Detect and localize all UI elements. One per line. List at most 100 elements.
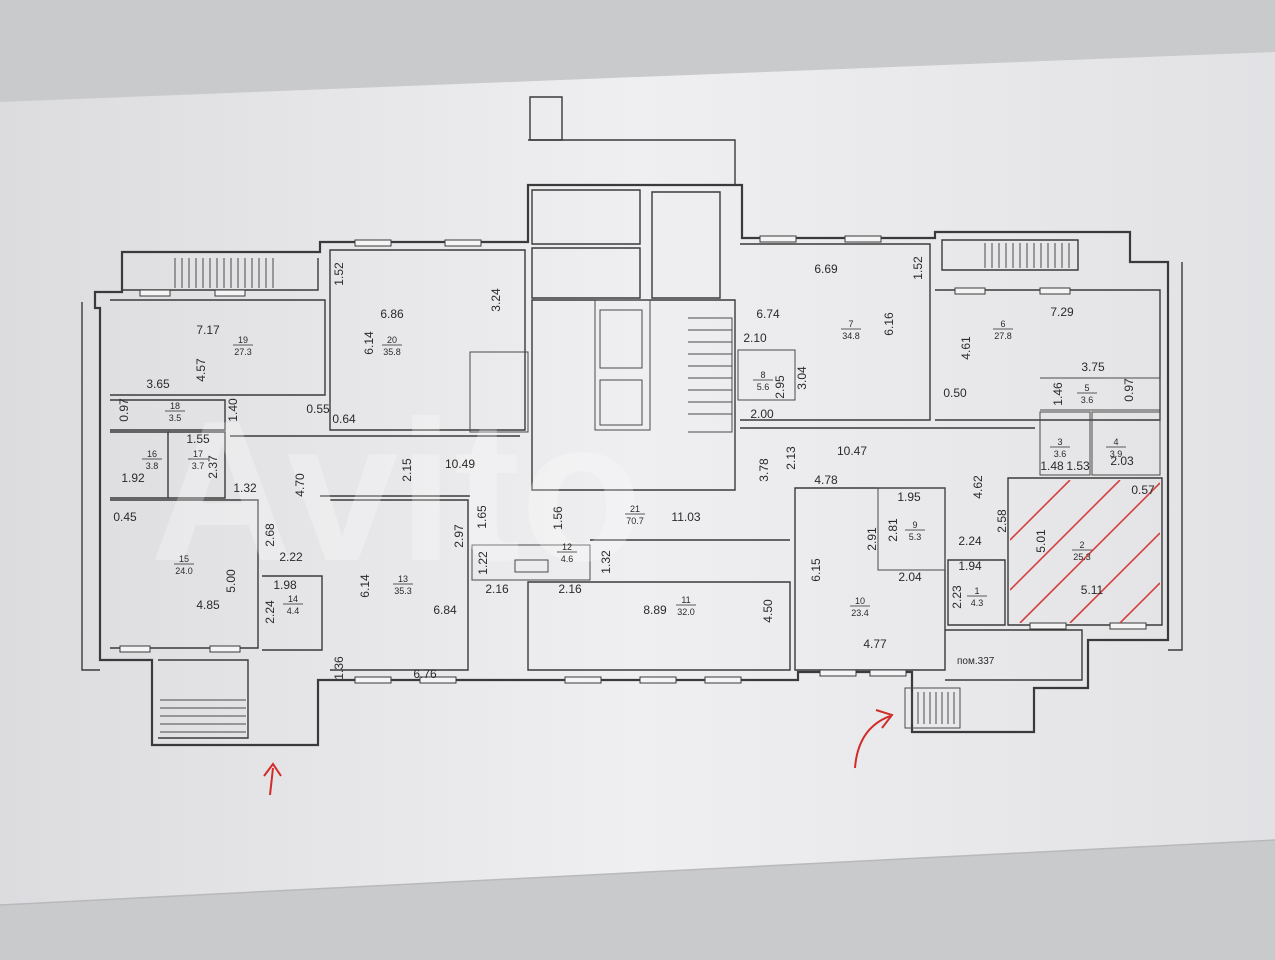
room-number: 5 [1084,383,1089,393]
dimension-label: 4.70 [293,473,307,497]
room-area: 23.4 [851,608,869,618]
dimension-label: 2.97 [452,524,466,548]
dimension-label: 8.89 [643,603,667,617]
dimension-label: 0.97 [117,398,131,422]
dimension-label: 6.84 [433,603,457,617]
dimension-label: 6.15 [809,558,823,582]
room-number: 10 [855,596,865,606]
dimension-label: 3.75 [1081,360,1105,374]
room-number: 9 [912,520,917,530]
dimension-label: 7.29 [1050,305,1074,319]
room-area: 3.6 [1081,395,1094,405]
dimension-label: 4.77 [863,637,887,651]
dimension-label: 0.45 [113,510,137,524]
dimension-label: 2.15 [400,458,414,482]
dimension-label: 5.01 [1034,529,1048,553]
dimension-label: 6.16 [882,312,896,336]
dimension-label: 10.49 [445,457,475,471]
dimension-label: 2.81 [886,518,900,542]
watermark: Avito [150,380,643,603]
dimension-label: 2.16 [558,582,582,596]
dimension-label: 1.55 [186,432,210,446]
room-area: 3.7 [192,461,205,471]
dimension-label: 2.10 [743,331,767,345]
room-labels: 1927.32035.8734.8627.8183.5163.8173.785.… [142,319,1126,618]
room-number: 12 [562,542,572,552]
dimension-label: 2.58 [995,509,1009,533]
dimension-label: 1.48 [1040,459,1064,473]
dimension-label: 10.47 [837,444,867,458]
stair-hatch-right [984,243,1070,268]
dimension-label: 2.04 [898,570,922,584]
room-area: 25.3 [1073,552,1091,562]
dimension-label: 4.61 [959,336,973,360]
room-area: 35.3 [394,586,412,596]
room-number: 7 [848,319,853,329]
room-2-hatch [1010,480,1160,623]
dimension-label: 2.91 [865,527,879,551]
dimension-label: 2.03 [1110,454,1134,468]
room-area: 27.8 [994,331,1012,341]
dimension-label: 1.46 [1051,382,1065,406]
dimension-label: 11.03 [671,510,700,524]
room-area: 5.6 [757,382,770,392]
dimension-label: 5.00 [224,569,238,593]
room-number: 8 [760,370,765,380]
dimension-label: 4.62 [971,475,985,499]
dimension-label: 0.97 [1122,378,1136,402]
room-number: 19 [238,335,248,345]
room-number: 21 [630,504,640,514]
room-area: 35.8 [383,347,401,357]
dimension-label: 0.57 [1131,483,1155,497]
dimension-label: 2.95 [773,375,787,399]
room-number: 4 [1113,437,1118,447]
dimension-label: 0.50 [943,386,967,400]
room-area: 4.4 [287,606,300,616]
room-number: 17 [193,449,203,459]
dimension-label: 2.24 [263,600,277,624]
dimension-label: 3.24 [489,288,503,312]
dimension-label: 2.23 [950,585,964,609]
dimension-label: 6.69 [814,262,838,276]
room-label-pom: пом.337 [957,656,995,667]
room-number: 18 [170,401,180,411]
dimension-label: 2.16 [485,582,509,596]
stair-hatch-bottom-right [911,692,955,724]
dimension-label: 1.36 [332,656,346,680]
room-area: 3.6 [1054,449,1067,459]
dimension-label: 1.52 [911,256,925,280]
room-area: 5.3 [909,532,922,542]
dimension-label: 1.32 [599,550,613,574]
dimension-label: 6.74 [756,307,780,321]
dimension-label: 3.04 [795,366,809,390]
room-number: 1 [974,586,979,596]
dimension-label: 1.56 [551,506,565,530]
dimension-label: 2.13 [784,446,798,470]
room-number: 15 [179,554,189,564]
dimension-label: 7.17 [196,323,220,337]
room-area: 34.8 [842,331,860,341]
dimension-label: 1.65 [475,505,489,529]
dimension-label: 4.57 [194,358,208,382]
room-area: 24.0 [175,566,193,576]
room-number: 11 [681,595,690,605]
dimension-label: 1.22 [476,551,490,575]
dimension-label: 1.95 [897,490,921,504]
room-number: 6 [1000,319,1005,329]
dimension-label: 1.98 [273,578,297,592]
room-area: 27.3 [234,347,252,357]
room-area: 3.9 [1110,449,1123,459]
dimension-label: 0.55 [306,402,330,416]
dimension-label: 1.40 [226,398,240,422]
room-area: 4.3 [971,598,984,608]
dimension-label: 2.24 [958,534,982,548]
dimension-label: 1.52 [332,262,346,286]
windows [119,235,1147,684]
dimension-label: 0.64 [332,412,356,426]
entrance-arrow-right [854,709,894,769]
dimension-label: 4.50 [761,599,775,623]
stair-hatch-bottom-left [160,699,246,733]
dimension-label: 4.78 [814,473,838,487]
room-number: 20 [387,335,397,345]
stair-hatch-left [174,258,274,288]
